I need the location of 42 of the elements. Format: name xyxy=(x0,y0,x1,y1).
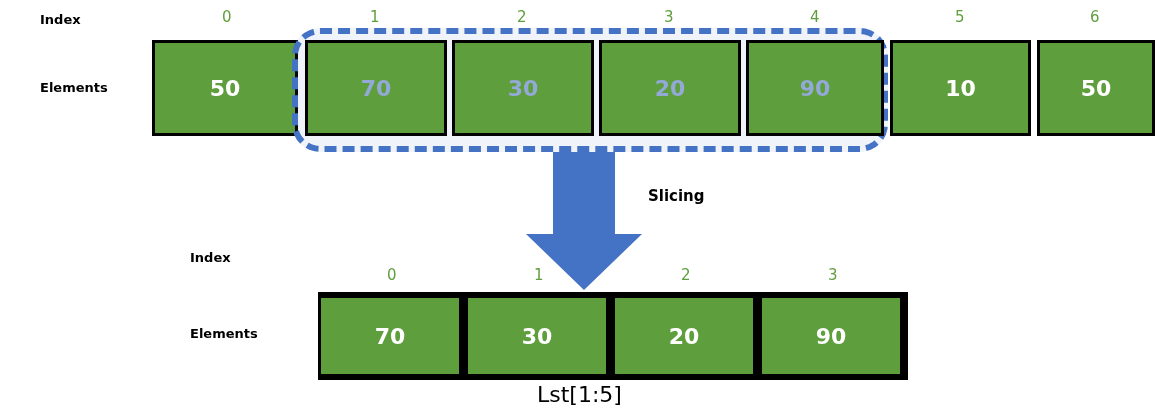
index-number: 2 xyxy=(517,8,527,26)
cell-value: 90 xyxy=(799,75,831,101)
array-cell xyxy=(759,295,903,377)
array-cell xyxy=(318,295,462,377)
cell-value: 70 xyxy=(374,323,406,349)
index-number: 0 xyxy=(387,266,397,284)
index-number: 0 xyxy=(222,8,232,26)
index-number: 6 xyxy=(1090,8,1100,26)
index-number: 1 xyxy=(534,266,544,284)
index-number: 5 xyxy=(955,8,965,26)
index-number: 2 xyxy=(681,266,691,284)
block-arrow xyxy=(526,152,642,290)
index-number: 4 xyxy=(810,8,820,26)
caption: Lst[1:5] xyxy=(537,382,622,407)
cell-value: 90 xyxy=(815,323,847,349)
array-cell xyxy=(152,40,298,136)
array-cell xyxy=(599,40,741,136)
cell-value: 20 xyxy=(654,75,686,101)
cell-value: 30 xyxy=(507,75,539,101)
dashed-selection-outline xyxy=(292,28,888,152)
cell-value: 10 xyxy=(945,75,976,101)
cell-value: 50 xyxy=(209,75,241,101)
cell-value: 20 xyxy=(668,323,700,349)
row-heading: Elements xyxy=(190,326,258,341)
array-cell xyxy=(305,40,447,136)
row-heading: Index xyxy=(190,250,231,265)
array-cell xyxy=(1037,40,1155,136)
edge-label: Slicing xyxy=(648,187,705,205)
cell-value: 30 xyxy=(521,323,553,349)
cell-value: 50 xyxy=(1080,75,1112,101)
array-cell xyxy=(746,40,884,136)
array-cell xyxy=(465,295,609,377)
index-number: 1 xyxy=(370,8,380,26)
index-number: 3 xyxy=(828,266,838,284)
array-cell xyxy=(612,295,756,377)
array-cell xyxy=(890,40,1031,136)
cell-value: 70 xyxy=(360,75,392,101)
index-number: 3 xyxy=(664,8,674,26)
array-bar xyxy=(318,292,908,380)
array-cell xyxy=(452,40,594,136)
row-heading: Index xyxy=(40,12,81,27)
row-heading: Elements xyxy=(40,80,108,95)
